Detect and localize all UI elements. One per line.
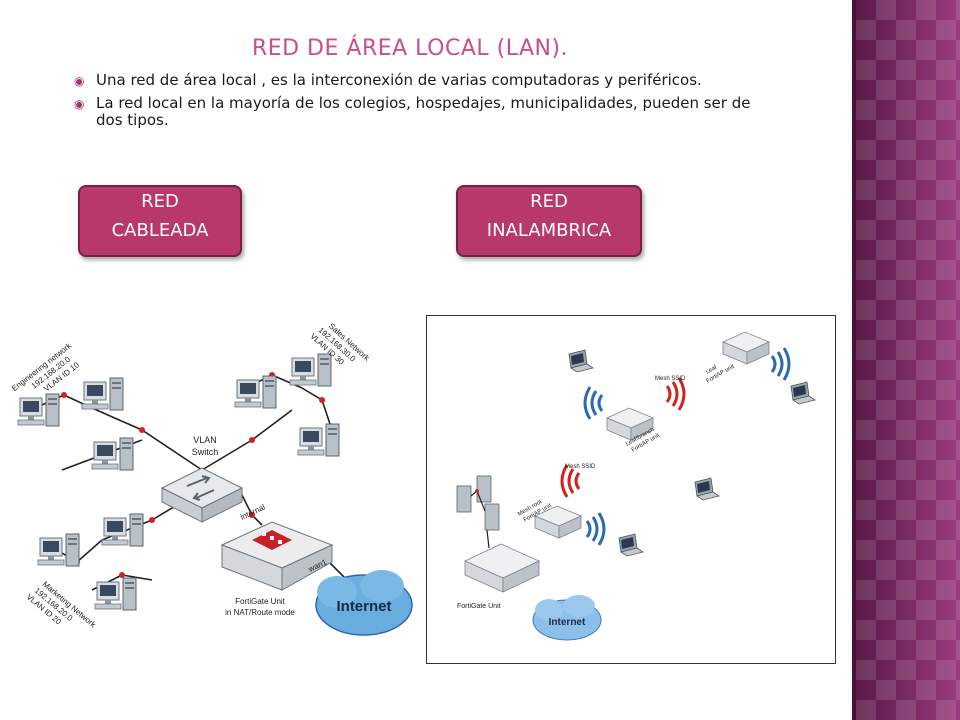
- internet-label: Internet: [336, 598, 391, 615]
- computer-icon: [297, 423, 340, 457]
- computer-icon: [94, 577, 137, 611]
- computer-icon: [101, 513, 144, 547]
- wifi-signal-icon: [665, 376, 686, 412]
- internet-label: Internet: [549, 617, 586, 628]
- bullet-text: La red local en la mayoría de los colegi…: [96, 94, 751, 129]
- slide-title: RED DE ÁREA LOCAL (LAN).: [251, 36, 569, 61]
- bullet-item: ◉ Una red de área local , es la intercon…: [74, 72, 764, 89]
- wireless-network-svg: Mesh SSID Mesh SSID Leaf FortiAP unit Le…: [456, 331, 816, 641]
- target-bullet-icon: ◉: [74, 74, 85, 88]
- bullet-text: Una red de área local , es la interconex…: [96, 71, 702, 89]
- engineering-computers: [17, 377, 134, 471]
- internet-cloud-icon: [532, 595, 602, 641]
- laptop-icon: [694, 477, 720, 501]
- computer-icon: [17, 393, 60, 427]
- internal-port-label: internal: [239, 502, 267, 521]
- mesh-ssid-top-label: Mesh SSID: [655, 376, 686, 382]
- fortigate-unit-icon: [464, 543, 540, 593]
- computer-icon: [37, 533, 80, 567]
- bullet-item: ◉ La red local en la mayoría de los cole…: [74, 95, 764, 129]
- side-panel-edge: [852, 0, 856, 720]
- wifi-signal-icon: [583, 385, 604, 421]
- wired-network-diagram: VLAN Switch internal wan1 FortiGate Unit…: [2, 300, 422, 670]
- bullet-list: ◉ Una red de área local , es la intercon…: [74, 72, 764, 135]
- computer-icon: [234, 375, 277, 409]
- laptop-icon: [790, 381, 816, 405]
- fortigate-label-line1: FortiGate Unit: [235, 597, 286, 606]
- red-cableada-line2: CABLEADA: [111, 220, 209, 241]
- link-line: [486, 529, 490, 549]
- target-bullet-icon: ◉: [74, 97, 85, 111]
- computer-icon: [91, 437, 134, 471]
- computer-icon: [289, 353, 332, 387]
- computer-icon: [81, 377, 124, 411]
- decorative-side-panel: [856, 0, 960, 720]
- fortigate-firewall-icon: [220, 521, 334, 591]
- server-rack-icon: [456, 475, 500, 531]
- wifi-signal-icon: [585, 511, 606, 547]
- wireless-network-diagram: Mesh SSID Mesh SSID Leaf FortiAP unit Le…: [426, 315, 836, 664]
- vlan-switch-icon: [160, 467, 244, 523]
- internet-cloud-icon: [315, 570, 413, 636]
- wired-network-svg: VLAN Switch internal wan1 FortiGate Unit…: [10, 321, 413, 636]
- leaf-label-line1: Leaf: [705, 365, 718, 376]
- laptop-icon: [618, 533, 644, 557]
- laptop-icon: [568, 349, 594, 373]
- switch-label-line2: Switch: [192, 447, 219, 457]
- red-cableada-line1: RED: [141, 191, 179, 212]
- mesh-ssid-left-label: Mesh SSID: [565, 464, 596, 470]
- leaf-fortiap-icon: [722, 331, 770, 365]
- fortigate-unit-label: FortiGate Unit: [457, 603, 501, 610]
- switch-label-line1: VLAN: [193, 435, 217, 445]
- wifi-signal-icon: [770, 346, 791, 382]
- red-inalambrica-line1: RED: [530, 191, 568, 212]
- red-cableada-button[interactable]: RED CABLEADA: [78, 185, 242, 257]
- red-inalambrica-button[interactable]: RED INALAMBRICA: [456, 185, 642, 257]
- red-inalambrica-line2: INALAMBRICA: [486, 220, 612, 241]
- fortigate-label-line2: in NAT/Route mode: [225, 608, 295, 617]
